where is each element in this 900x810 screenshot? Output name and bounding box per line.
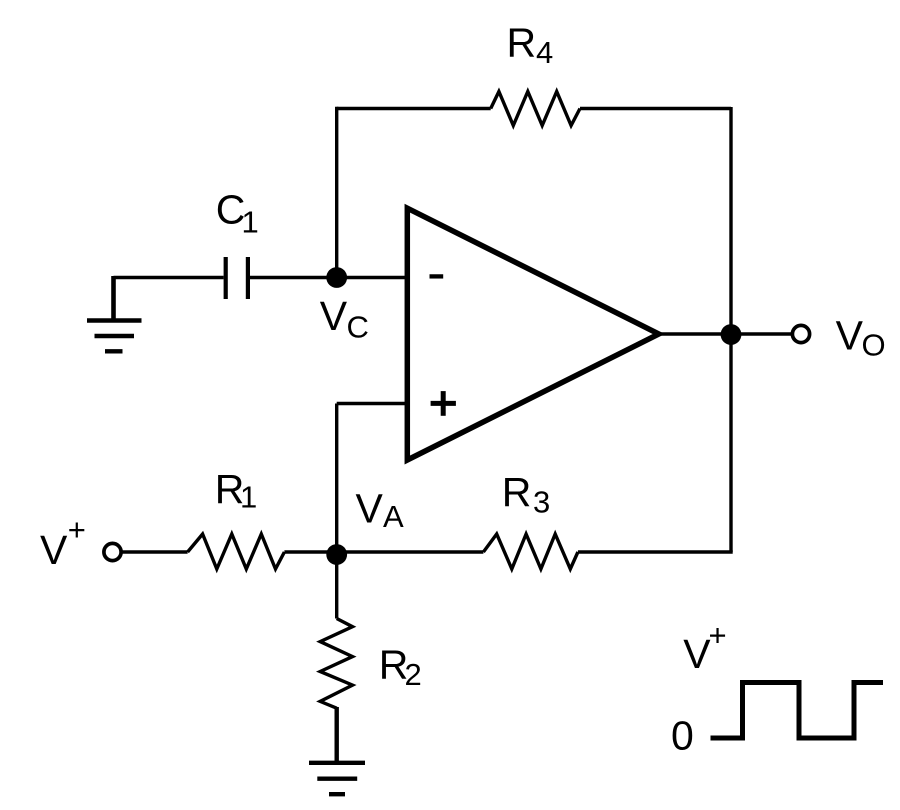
svg-text:C: C [216,187,246,233]
svg-text:3: 3 [533,485,550,520]
svg-text:R: R [379,642,409,688]
svg-text:+: + [68,512,86,547]
svg-text:O: O [862,328,886,363]
svg-text:1: 1 [240,480,257,515]
svg-text:+: + [709,618,727,653]
svg-text:R: R [215,466,245,512]
svg-text:R: R [502,469,532,515]
svg-text:2: 2 [405,657,422,692]
svg-text:V: V [836,313,864,359]
svg-text:V: V [40,527,68,573]
svg-text:0: 0 [671,713,694,759]
svg-text:4: 4 [536,35,553,70]
svg-text:V: V [320,293,348,339]
svg-text:1: 1 [242,205,259,240]
svg-text:R: R [507,20,537,66]
svg-text:V: V [356,486,384,532]
svg-text:V: V [683,631,711,677]
svg-text:C: C [347,310,369,345]
svg-text:A: A [383,499,404,534]
